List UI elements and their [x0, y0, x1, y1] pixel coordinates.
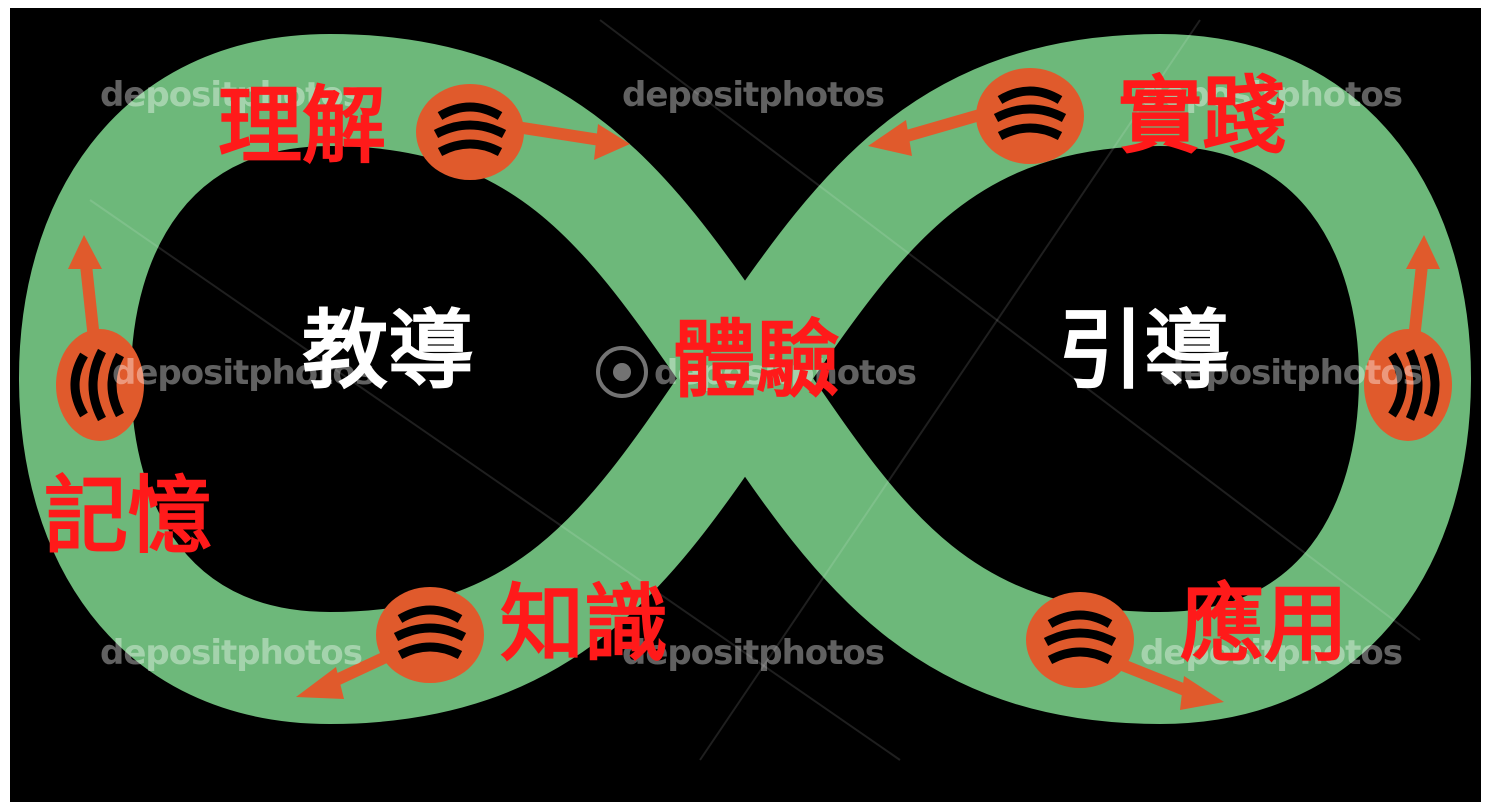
watermark-text: depositphotos	[654, 353, 917, 393]
watermark-text: depositphotos	[100, 633, 363, 673]
stage-label-knowledge: 知識	[500, 575, 669, 673]
pointing-hand-icon	[868, 68, 1084, 164]
watermark-text: depositphotos	[622, 633, 885, 673]
watermark-text: depositphotos	[100, 75, 363, 115]
stage-label-understanding: 理解	[218, 77, 387, 175]
watermark-text: depositphotos	[1140, 75, 1403, 115]
pointing-hand-icon	[416, 84, 630, 180]
stage-label-practice: 實踐	[1118, 67, 1287, 165]
pointing-hand-icon	[1026, 592, 1224, 710]
watermark-lines	[89, 19, 1421, 761]
stage-label-application: 應用	[1180, 575, 1349, 673]
watermark-text: depositphotos	[622, 75, 885, 115]
infinity-loop	[19, 34, 1471, 724]
loop-label-guiding: 引導	[1058, 301, 1230, 401]
watermark-text: depositphotos	[112, 353, 375, 393]
watermark-text: depositphotos	[1160, 353, 1423, 393]
stage-label-memory: 記憶	[44, 467, 213, 565]
pointing-hand-icon	[1364, 235, 1452, 441]
center-label-experience: 體驗	[672, 311, 841, 409]
pointing-hand-icon	[56, 235, 144, 441]
watermark-text: depositphotos	[1140, 633, 1403, 673]
camera-icon	[596, 346, 648, 398]
pointing-hand-icon	[296, 587, 484, 699]
loop-label-teaching: 教導	[302, 301, 474, 401]
